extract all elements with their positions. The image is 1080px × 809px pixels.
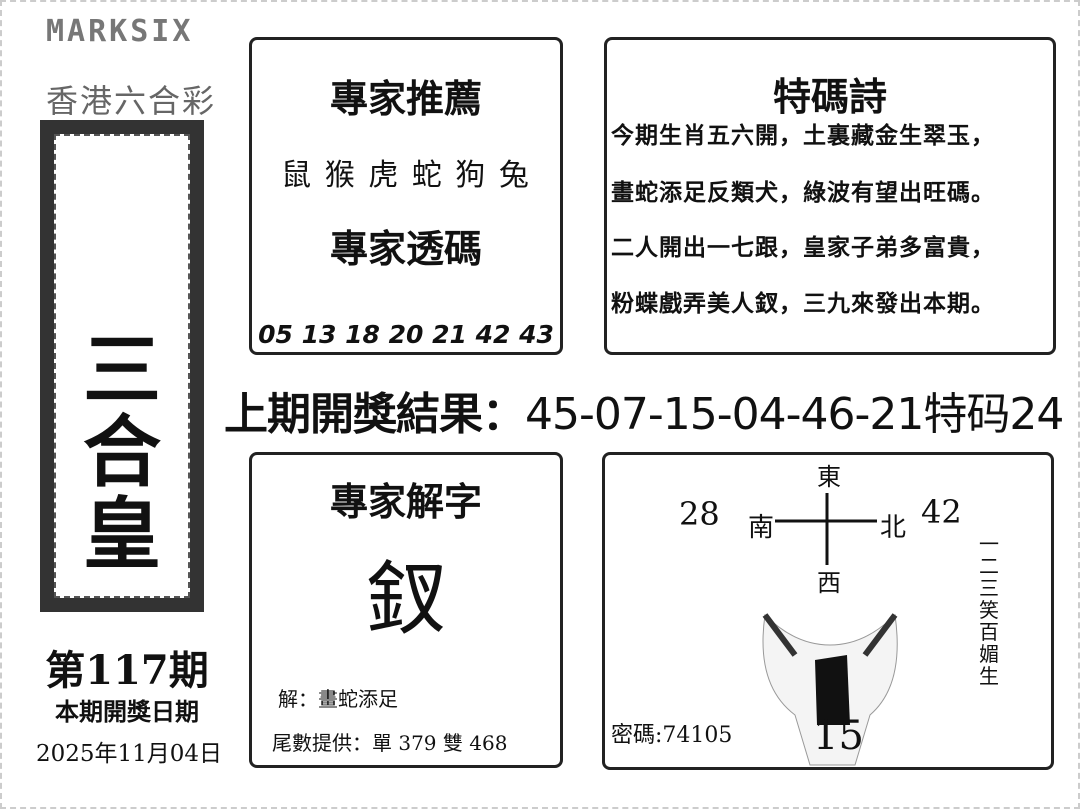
expert-numbers-title: 專家透碼 [329, 226, 482, 271]
issue-number: 第117期 [45, 647, 209, 694]
compass-box: 東 西 南 北 28 42 一二三笑百媚生 密碼:74105 15 [602, 452, 1054, 770]
right-number: 42 [921, 493, 962, 531]
poem-line: 二人開出一七跟，皇家子弟多富貴， [611, 234, 995, 261]
poem-title: 特碼詩 [772, 74, 887, 119]
compass-south: 南 [748, 513, 775, 543]
compass-west: 西 [817, 569, 841, 597]
poem-line: 粉蝶戲弄美人釵，三九來發出本期。 [611, 290, 995, 317]
last-result-label: 上期開獎結果： [224, 389, 526, 440]
brand-en: MARKSIX [46, 14, 194, 49]
banner-char: 合 [82, 407, 161, 498]
skull-image [762, 493, 898, 766]
zodiac-list: 鼠 猴 虎 蛇 狗 兔 [281, 158, 531, 193]
secret-code: 密碼:74105 [611, 723, 733, 748]
last-result-special: 特码24 [923, 389, 1064, 440]
banner-char: 皇 [82, 489, 161, 580]
brand-zh: 香港六合彩 [46, 82, 217, 120]
expert-numbers: 05 13 18 20 21 42 43 [258, 320, 554, 349]
poem-line: 畫蛇添足反類犬，綠波有望出旺碼。 [611, 179, 995, 206]
compass-north: 北 [880, 513, 907, 543]
poem-box: 特碼詩 今期生肖五六開，土裏藏金生翠玉， 畫蛇添足反類犬，綠波有望出旺碼。 二人… [604, 37, 1056, 355]
title-banner: 三 合 皇 [40, 120, 204, 612]
compass-east: 東 [817, 463, 841, 491]
word-title: 專家解字 [329, 479, 482, 524]
last-result: 上期開獎結果：45-07-15-04-46-21特码24 [224, 378, 1064, 442]
word-box: 專家解字 釵 解：畫蛇添足 尾數提供：單 379 雙 468 [249, 452, 563, 768]
poem-line: 今期生肖五六開，土裏藏金生翠玉， [611, 122, 995, 149]
vertical-phrase: 一二三笑百媚生 [979, 532, 999, 688]
word-char: 釵 [366, 553, 446, 646]
last-result-numbers: 45-07-15-04-46-21 [525, 389, 924, 440]
tail-numbers: 尾數提供：單 379 雙 468 [272, 731, 508, 755]
word-explain: 解：畫蛇添足 [278, 687, 398, 711]
left-number: 28 [679, 495, 720, 533]
draw-date: 2025年11月04日 [35, 741, 223, 767]
expert-recommend-box: 專家推薦 鼠 猴 虎 蛇 狗 兔 專家透碼 05 13 18 20 21 42 … [249, 37, 563, 355]
banner-char: 三 [82, 325, 161, 416]
expert-title: 專家推薦 [329, 76, 482, 121]
big-number: 15 [813, 713, 864, 759]
draw-date-label: 本期開獎日期 [55, 697, 199, 726]
